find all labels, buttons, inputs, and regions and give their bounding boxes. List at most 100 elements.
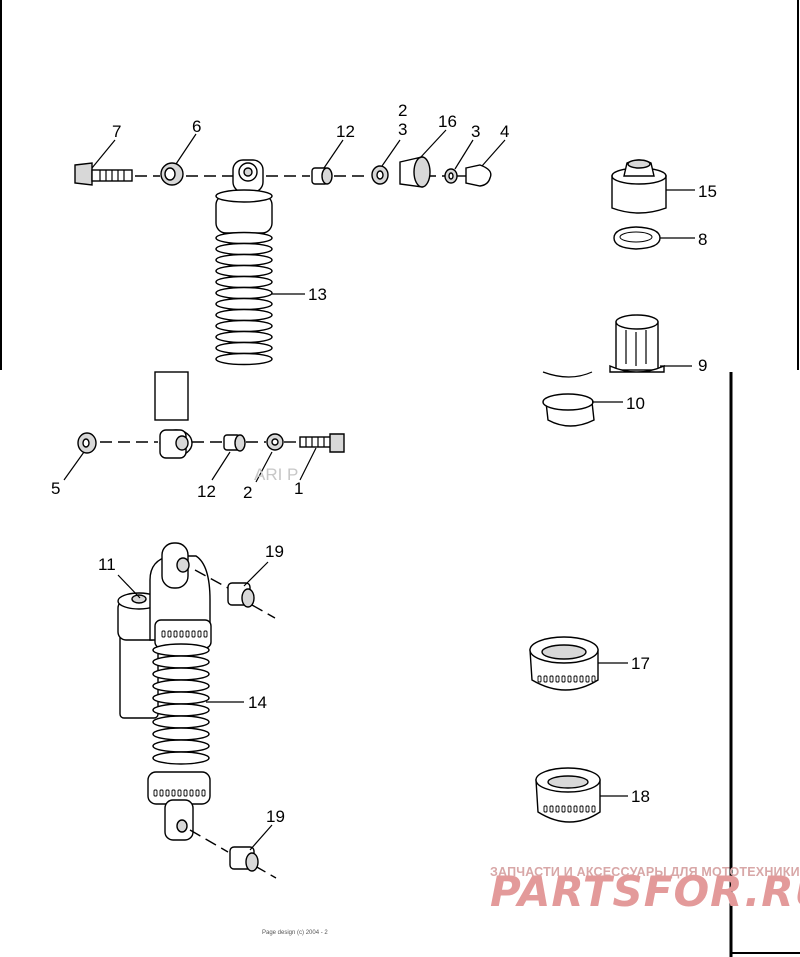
vent-hole bbox=[203, 630, 208, 638]
vent-hole bbox=[171, 789, 176, 797]
spring-coil bbox=[215, 286, 273, 300]
vent-hole bbox=[591, 805, 596, 813]
vent-hole bbox=[161, 630, 166, 638]
callout-6: 6 bbox=[192, 117, 201, 136]
part-6-nut bbox=[160, 162, 184, 186]
callout-labels: 7 6 12 2 3 16 3 4 15 8 13 9 10 5 12 2 1 … bbox=[51, 101, 717, 826]
vent-hole bbox=[579, 805, 584, 813]
callout-5: 5 bbox=[51, 479, 60, 498]
callout-2-top: 2 bbox=[398, 101, 407, 120]
page-footer: Page design (c) 2004 - 2 bbox=[262, 930, 328, 936]
spring-coil bbox=[215, 330, 273, 344]
spring-coil bbox=[152, 667, 210, 681]
spring-coil bbox=[152, 703, 210, 717]
vent-hole bbox=[573, 675, 578, 683]
part-2-washer-lower bbox=[266, 433, 284, 451]
callout-19-bottom: 19 bbox=[266, 807, 285, 826]
vent-hole bbox=[543, 805, 548, 813]
spring-coil bbox=[215, 308, 273, 322]
watermark-tagline: ЗАПЧАСТИ И АКСЕССУАРЫ ДЛЯ МОТОТЕХНИКИ bbox=[490, 865, 800, 879]
vent-hole bbox=[585, 675, 590, 683]
vent-hole bbox=[197, 630, 202, 638]
vent-hole bbox=[177, 789, 182, 797]
callout-15: 15 bbox=[698, 182, 717, 201]
callout-3-top: 3 bbox=[398, 120, 407, 139]
callout-9: 9 bbox=[698, 356, 707, 375]
vent-hole bbox=[153, 789, 158, 797]
vent-hole bbox=[173, 630, 178, 638]
vent-hole bbox=[201, 789, 206, 797]
spring-coil bbox=[215, 264, 273, 278]
spring-coil bbox=[152, 643, 210, 657]
spring-coil bbox=[152, 691, 210, 705]
callout-16: 16 bbox=[438, 112, 457, 131]
spring-coil bbox=[152, 739, 210, 753]
part-3-washer-second bbox=[444, 168, 458, 184]
spring-coil bbox=[215, 341, 273, 355]
vent-hole bbox=[183, 789, 188, 797]
vent-hole bbox=[561, 805, 566, 813]
vent-hole bbox=[195, 789, 200, 797]
part-19-bushing-bottom bbox=[189, 829, 277, 879]
callout-11: 11 bbox=[98, 555, 116, 574]
part-12-lower-bushing bbox=[223, 434, 246, 452]
part-8-clip bbox=[613, 226, 661, 250]
vent-hole bbox=[561, 675, 566, 683]
callout-13: 13 bbox=[308, 285, 327, 304]
vent-hole bbox=[165, 789, 170, 797]
spring-coil bbox=[215, 352, 273, 366]
vent-hole bbox=[159, 789, 164, 797]
callout-7: 7 bbox=[112, 122, 121, 141]
spring-coil bbox=[152, 655, 210, 669]
vent-hole bbox=[189, 789, 194, 797]
vent-hole bbox=[185, 630, 190, 638]
callout-17: 17 bbox=[631, 654, 650, 673]
part-17-bearing bbox=[529, 636, 599, 691]
spring-coil bbox=[215, 253, 273, 267]
vent-hole bbox=[179, 630, 184, 638]
callout-3-second: 3 bbox=[471, 122, 480, 141]
vent-hole bbox=[579, 675, 584, 683]
vent-hole bbox=[537, 675, 542, 683]
spring-coil bbox=[215, 231, 273, 245]
vent-hole bbox=[543, 675, 548, 683]
vent-hole bbox=[549, 805, 554, 813]
part-1-bolt bbox=[299, 433, 345, 453]
spring-coil bbox=[152, 679, 210, 693]
part-3-washer-top bbox=[371, 165, 389, 185]
callout-2-lower: 2 bbox=[243, 483, 252, 502]
callout-12-top: 12 bbox=[336, 122, 355, 141]
part-7-bolt bbox=[74, 162, 133, 186]
part-16-collar bbox=[399, 156, 431, 188]
part-13-shock-spring bbox=[154, 159, 273, 459]
part-4-cap-nut bbox=[465, 164, 492, 187]
part-5-nut bbox=[77, 432, 97, 454]
part-12-top-bushing bbox=[311, 167, 333, 185]
spring-coil bbox=[215, 242, 273, 256]
callout-8: 8 bbox=[698, 230, 707, 249]
spring-coil bbox=[215, 319, 273, 333]
vent-hole bbox=[549, 675, 554, 683]
vent-hole bbox=[555, 675, 560, 683]
leader-lines bbox=[63, 129, 695, 851]
vent-hole bbox=[191, 630, 196, 638]
vent-hole bbox=[585, 805, 590, 813]
vent-hole bbox=[567, 805, 572, 813]
watermark-brand: PARTSFOR.RU bbox=[490, 867, 800, 916]
part-18-bearing bbox=[535, 767, 601, 823]
callout-18: 18 bbox=[631, 787, 650, 806]
vent-hole bbox=[591, 675, 596, 683]
callout-4: 4 bbox=[500, 122, 509, 141]
spring-coil bbox=[152, 727, 210, 741]
part-9-sleeve bbox=[542, 314, 665, 378]
vent-hole bbox=[573, 805, 578, 813]
spring-coil bbox=[215, 297, 273, 311]
part-14-shock-assembly bbox=[117, 542, 212, 841]
callout-14: 14 bbox=[248, 693, 267, 712]
callout-10: 10 bbox=[626, 394, 645, 413]
ghost-watermark-text: ARI P bbox=[254, 465, 298, 484]
part-19-bushing-top bbox=[194, 569, 276, 619]
spring-coil bbox=[215, 275, 273, 289]
spring-coil bbox=[152, 715, 210, 729]
